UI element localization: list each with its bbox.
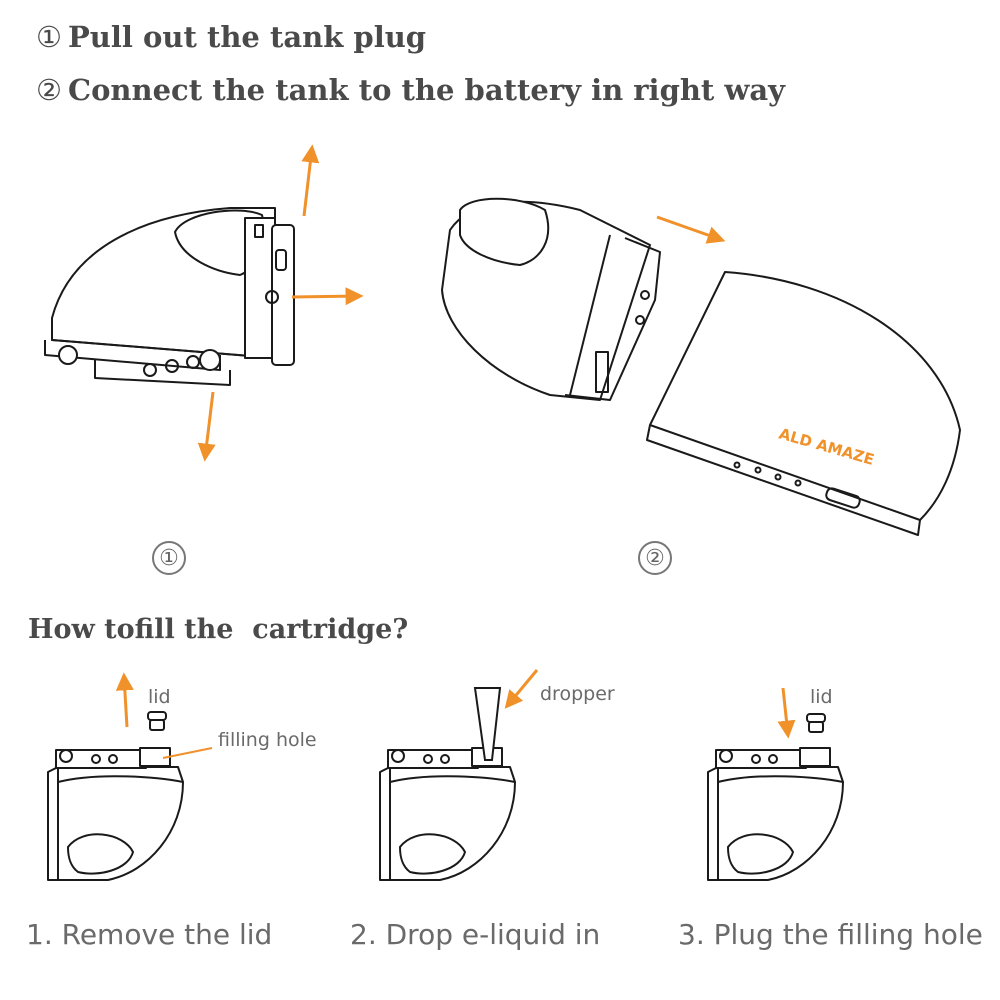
callout-filling-hole: filling hole <box>218 729 317 751</box>
heading-text: Connect the tank to the battery in right… <box>68 73 786 107</box>
heading-number: ② <box>36 73 62 107</box>
heading-text: Pull out the tank plug <box>68 20 427 54</box>
up-arrow-icon <box>115 672 134 728</box>
caption-step-2: 2. Drop e-liquid in <box>350 918 601 951</box>
fill-step-1-illustration <box>47 672 213 881</box>
figure-label-2: ② <box>638 541 672 575</box>
up-arrow-icon <box>301 144 320 217</box>
battery-figure <box>646 271 961 536</box>
top-illustrations: ALD AMAZE <box>44 144 961 536</box>
callout-lid-1: lid <box>148 686 171 708</box>
tank-figure-2 <box>441 197 661 401</box>
callout-dropper: dropper <box>540 683 615 705</box>
figure-label-1: ① <box>152 541 186 575</box>
right-arrow-icon <box>291 287 364 306</box>
lid-icon <box>147 711 167 731</box>
lid-icon <box>806 713 826 733</box>
right-arrow-icon <box>656 215 726 244</box>
fill-step-2-illustration <box>379 669 539 881</box>
callout-lid-3: lid <box>810 686 833 708</box>
down-arrow-icon <box>197 391 216 462</box>
dropper-pointer-arrow-icon <box>504 669 539 709</box>
fill-section-title: How tofill the cartridge? <box>28 614 409 645</box>
filling-hole-pointer <box>162 747 213 759</box>
heading-number: ① <box>36 20 62 54</box>
caption-step-1: 1. Remove the lid <box>26 918 273 951</box>
dropper-icon <box>473 687 502 761</box>
tank-figure-1 <box>44 207 295 386</box>
fill-step-3-illustration <box>707 687 844 881</box>
down-arrow-icon <box>777 687 796 739</box>
caption-step-3: 3. Plug the filling hole <box>678 918 983 951</box>
